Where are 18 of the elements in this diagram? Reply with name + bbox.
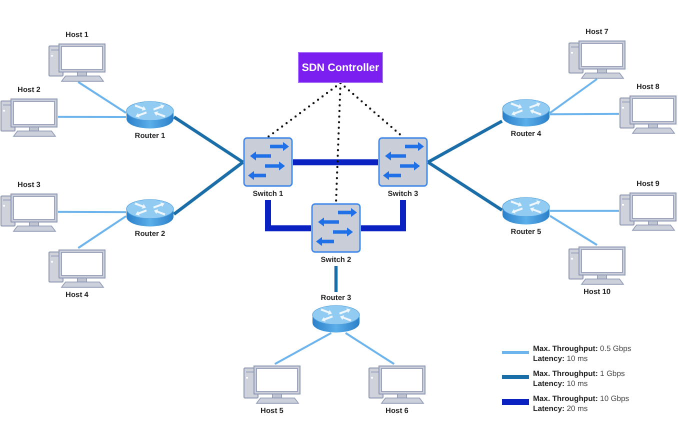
network-link-line xyxy=(549,215,598,246)
network-link-line xyxy=(549,78,598,114)
network-link-line xyxy=(58,116,126,118)
network-link-line xyxy=(345,332,395,365)
network-link-line xyxy=(78,81,127,114)
network-link-line xyxy=(274,332,332,365)
network-link-line xyxy=(427,120,503,164)
network-link-line xyxy=(550,210,619,212)
network-link-line xyxy=(78,215,127,249)
network-link-line xyxy=(58,210,126,214)
network-link-line xyxy=(173,160,244,216)
network-link-line xyxy=(334,266,338,292)
network-link-line xyxy=(550,112,619,116)
network-link-line xyxy=(427,160,503,212)
network-link-line xyxy=(293,159,378,166)
controller-label: SDN Controller xyxy=(302,60,380,74)
network-link-line xyxy=(173,116,244,164)
controller-box xyxy=(298,52,383,83)
